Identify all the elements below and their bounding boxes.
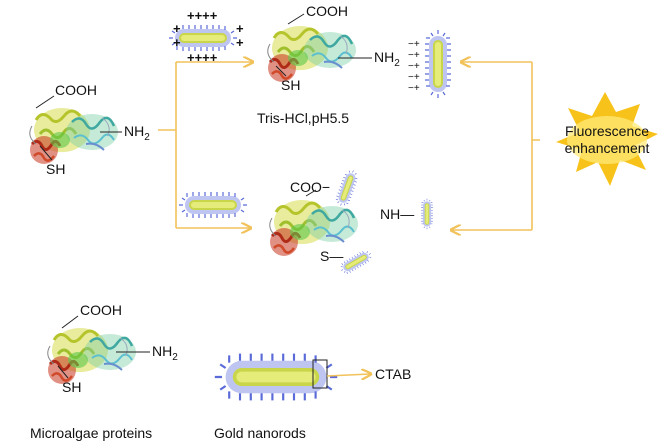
sh-label-top: SH: [281, 77, 300, 93]
sh-bond: [39, 145, 53, 161]
gold-nanorod-icon: [178, 191, 248, 219]
protein-icon: [28, 106, 120, 166]
svg-text:−+: −+: [408, 61, 420, 72]
positive-nanorod: ++++ ++++ + + + +: [168, 8, 244, 65]
legend-sh-label: SH: [62, 379, 81, 395]
ctab-arrow: [326, 374, 370, 376]
legend: COOH NH2 SH Microalgae proteins CTAB Gol…: [30, 302, 411, 441]
result-line2: enhancement: [565, 140, 650, 156]
plus-right-2: +: [236, 35, 244, 50]
cooh-label-top: COOH: [306, 3, 348, 19]
plus-right-1: +: [236, 21, 244, 36]
legend-sh-bond: [57, 365, 69, 379]
gold-nanorod-icon: [337, 247, 375, 277]
sh-label: SH: [46, 161, 65, 177]
protein-caption: Microalgae proteins: [30, 425, 152, 441]
sh-bond-top: [275, 65, 287, 77]
cooh-label: COOH: [55, 82, 97, 98]
svg-text:−+: −+: [408, 50, 420, 61]
coo-bond: [305, 189, 317, 197]
ctab-label: CTAB: [375, 366, 411, 382]
svg-text:−+: −+: [408, 39, 420, 50]
converge-arrows: [452, 62, 540, 230]
plus-row-top: ++++: [187, 8, 218, 23]
cooh-bond-top: [287, 13, 305, 25]
buffer-condition: Tris-HCl,pH5.5: [257, 110, 349, 126]
coo-minus-label: COO−: [290, 179, 330, 195]
plus-left-1: +: [173, 21, 181, 36]
branch-arrows: [158, 62, 252, 228]
svg-text:−+: −+: [408, 72, 420, 83]
protein-icon: [46, 326, 138, 386]
svg-text:−+: −+: [408, 83, 420, 94]
minus-charges: −+ −+ −+ −+ −+: [408, 39, 420, 94]
result-line1: Fluorescence: [565, 123, 649, 139]
gold-nanorod-icon: [424, 29, 452, 99]
protein-icon: [266, 24, 358, 84]
protein-icon: [268, 198, 360, 258]
nh2-label: NH2: [124, 123, 150, 143]
ctab-zoom-box: [312, 359, 328, 389]
s-bond-label: S—: [320, 248, 343, 264]
plus-left-2: +: [173, 35, 181, 50]
plus-row-bottom: ++++: [187, 50, 218, 65]
legend-nh2-label: NH2: [152, 343, 178, 363]
nanorod-caption: Gold nanorods: [214, 425, 306, 441]
nh2-label-top: NH2: [374, 49, 400, 69]
cooh-bond: [35, 95, 55, 109]
legend-cooh-bond: [61, 315, 79, 329]
gold-nanorod-icon: [333, 167, 361, 209]
gold-nanorod-icon: [420, 198, 434, 230]
nh-bond-label: NH—: [380, 206, 414, 222]
legend-cooh-label: COOH: [80, 302, 122, 318]
gold-nanorod-icon: [213, 352, 339, 402]
burst-icon: Fluorescence enhancement: [556, 92, 658, 186]
